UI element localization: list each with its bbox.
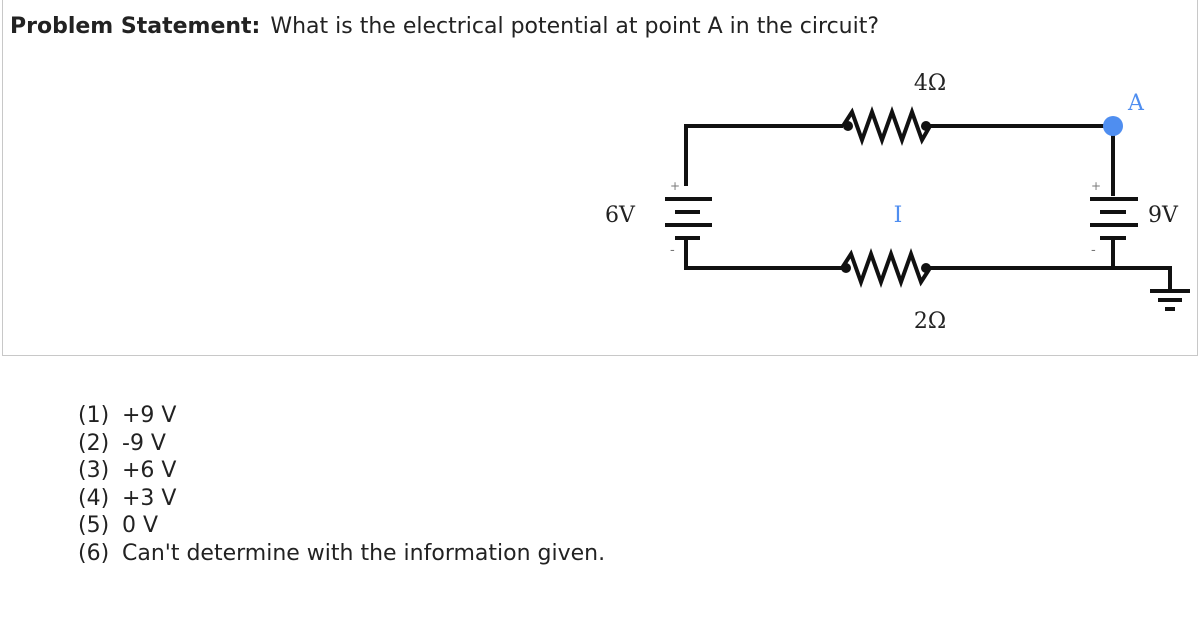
- label-battery-right: 9V: [1148, 203, 1179, 228]
- option-4[interactable]: (4)+3 V: [78, 485, 177, 511]
- resistor-2ohm: [840, 248, 932, 288]
- label-point-a: A: [1127, 91, 1145, 116]
- wire-bottom-left: [684, 240, 842, 270]
- option-2[interactable]: (2)-9 V: [78, 430, 166, 456]
- problem-label: Problem Statement:: [10, 14, 261, 39]
- label-current: I: [894, 203, 903, 228]
- minus-left: -: [670, 242, 675, 258]
- wire-bottom-right: [930, 240, 1115, 270]
- plus-right: +: [1091, 179, 1101, 193]
- wire-top: [684, 124, 843, 186]
- point-a-node: [1103, 116, 1123, 136]
- circuit-diagram: 4Ω 2Ω 6V 9V I A + - + -: [605, 71, 1190, 334]
- plus-left: +: [670, 179, 680, 193]
- option-3[interactable]: (3)+6 V: [78, 458, 177, 483]
- battery-right-symbol: [1090, 197, 1138, 240]
- option-1[interactable]: (1)+9 V: [78, 403, 177, 428]
- question-text: What is the electrical potential at poin…: [270, 14, 880, 39]
- label-r-bottom: 2Ω: [914, 309, 946, 334]
- battery-left-symbol: [665, 197, 712, 240]
- option-6[interactable]: (6)Can't determine with the information …: [78, 540, 606, 566]
- option-5[interactable]: (5)0 V: [78, 513, 159, 538]
- minus-right: -: [1091, 242, 1096, 258]
- resistor-4ohm: [841, 106, 932, 146]
- wire-top-right: [930, 124, 1115, 196]
- answer-options: (1)+9 V (2)-9 V (3)+6 V (4)+3 V (5)0 V (…: [78, 402, 605, 567]
- problem-box: [2, 0, 1198, 356]
- wire-ground: [1113, 266, 1172, 290]
- ground-icon: [1150, 289, 1190, 311]
- label-battery-left: 6V: [605, 203, 636, 228]
- problem-title: Problem Statement: What is the electrical…: [10, 14, 879, 39]
- label-r-top: 4Ω: [914, 71, 946, 96]
